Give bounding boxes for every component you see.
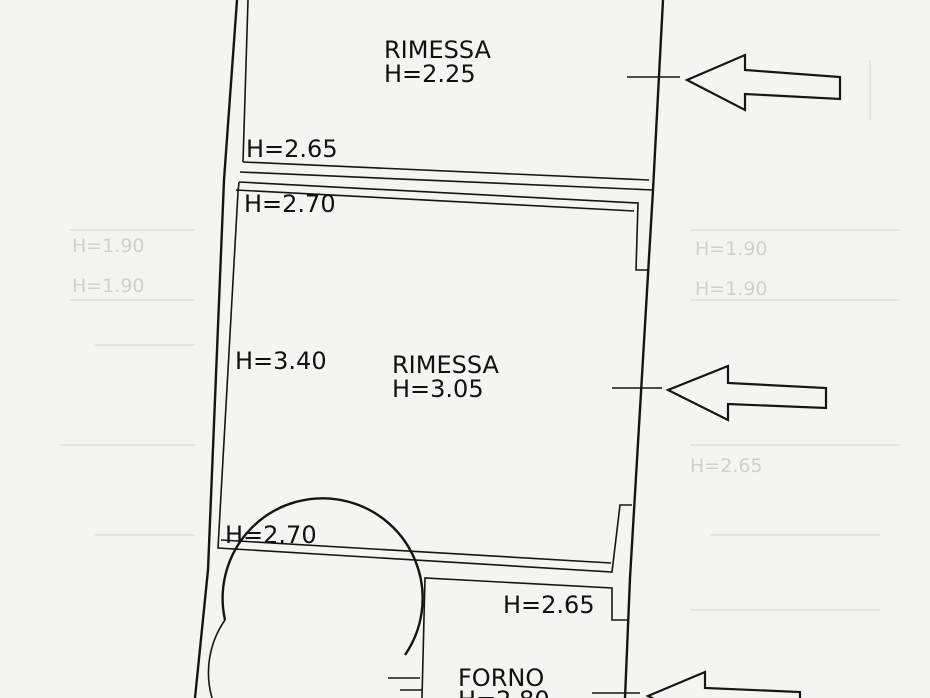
entrance-arrow-icon	[684, 53, 842, 112]
entrance-arrow-icon	[645, 670, 802, 698]
room-forno: H=2.65 FORNO H=2.80	[207, 497, 627, 698]
ghost-mark-3: H=1.90	[695, 238, 768, 260]
height-mark: H=2.65	[503, 591, 595, 619]
height-mark: H=2.70	[225, 521, 317, 549]
room-height: H=2.80	[458, 686, 550, 698]
ghost-mark-2: H=1.90	[72, 275, 145, 297]
entrance-arrows	[592, 53, 842, 698]
room-name: RIMESSA	[392, 351, 500, 379]
room-height: H=3.05	[392, 375, 484, 403]
room-name: FORNO	[458, 664, 544, 692]
height-mark: H=3.40	[235, 347, 327, 375]
ghost-mark-1: H=1.90	[72, 235, 145, 257]
room-height: H=2.25	[384, 60, 476, 88]
building-walls	[193, 0, 665, 698]
room-rimessa-middle: H=2.70 H=3.40 RIMESSA H=3.05 H=2.70	[217, 181, 648, 573]
room-name: RIMESSA	[384, 36, 492, 64]
room-rimessa-upper: RIMESSA H=2.25 H=2.65	[239, 0, 654, 191]
ghost-mark-5: H=2.65	[690, 455, 763, 477]
ghost-mark-4: H=1.90	[695, 278, 768, 300]
height-mark: H=2.65	[246, 135, 338, 163]
entrance-arrow-icon	[665, 364, 828, 422]
background-bleed-through: H=1.90 H=1.90 H=1.90 H=1.90 H=2.65	[60, 60, 900, 611]
height-mark: H=2.70	[244, 190, 336, 218]
